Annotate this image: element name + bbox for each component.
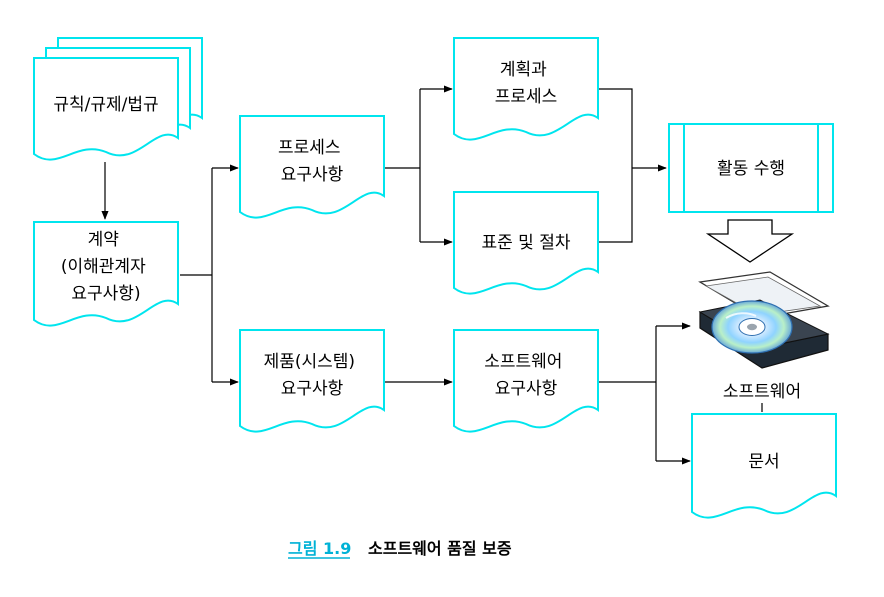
contract-document-shape [33,221,179,327]
regulations-label: 규칙/규제/법규 [53,95,158,115]
software-label: 소프트웨어 [723,382,801,402]
document-node: 문서 [691,413,837,519]
sw-req-label: 소프트웨어 요구사항 [484,352,568,399]
hollow-down-arrow-icon [705,219,795,263]
document-document-shape [691,413,837,519]
regulations-node: 규칙/규제/법규 [33,37,203,161]
product-requirements-node: 제품(시스템) 요구사항 [239,329,385,433]
caption-number: 그림 1.9 [288,539,351,558]
activity-label: 활동 수행 [717,159,785,179]
product-req-document-shape [239,329,385,433]
sw-requirements-node: 소프트웨어 요구사항 [453,329,599,433]
activity-node: 활동 수행 [668,123,834,213]
cd-case-icon [698,271,830,369]
activity-process-shape [668,123,834,213]
regulations-document-shape [33,57,179,161]
document-label: 문서 [748,452,779,472]
product-req-label: 제품(시스템) 요구사항 [264,352,361,399]
process-requirements-node: 프로세스 요구사항 [239,115,385,219]
standards-node: 표준 및 절차 [453,191,599,295]
process-req-document-shape [239,115,385,219]
standards-document-shape [453,191,599,295]
figure-caption: 그림 1.9 소프트웨어 품질 보증 [288,539,512,559]
plan-process-label: 계획과 프로세스 [495,60,558,107]
standards-label: 표준 및 절차 [481,233,570,253]
connectors [101,85,763,465]
contract-node: 계약 (이해관계자 요구사항) [33,221,179,327]
process-req-label: 프로세스 요구사항 [278,138,346,185]
contract-label: 계약 (이해관계자 요구사항) [61,230,151,304]
line-merge-activity [598,88,633,243]
sw-req-document-shape [453,329,599,433]
plan-process-node: 계획과 프로세스 [453,37,599,141]
plan-process-document-shape [453,37,599,141]
caption-title: 소프트웨어 품질 보증 [368,539,512,558]
